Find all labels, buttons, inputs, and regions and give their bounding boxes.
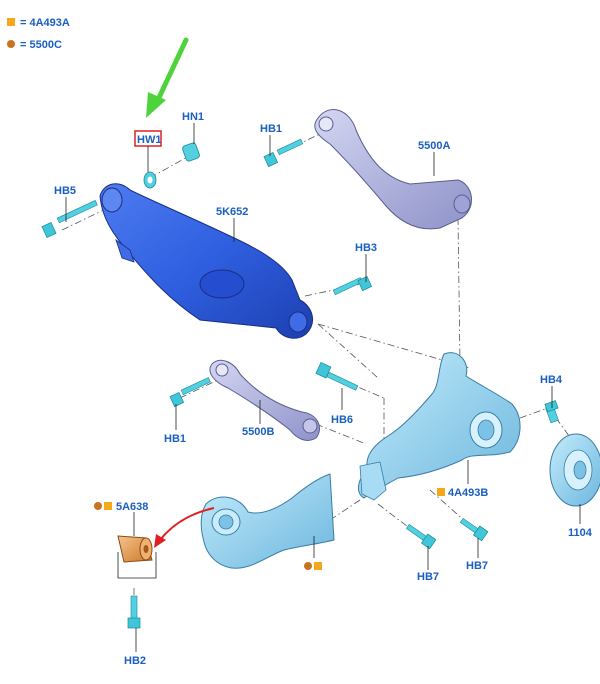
bolt-hb6[interactable] <box>315 361 359 391</box>
label-hb6[interactable]: HB6 <box>331 414 353 426</box>
bolt-hb4[interactable] <box>544 400 559 424</box>
label-hw1[interactable]: HW1 <box>137 134 161 146</box>
label-hb4[interactable]: HB4 <box>540 374 563 386</box>
bolt-hb7-right[interactable] <box>459 517 489 542</box>
marker-5500c-bracket <box>304 562 312 570</box>
marker-5500c-bushing <box>94 502 102 510</box>
label-hb2[interactable]: HB2 <box>124 655 146 667</box>
wheel-hub-1104[interactable] <box>549 433 600 507</box>
bolt-hb7-left[interactable] <box>405 523 437 550</box>
label-hb1-top[interactable]: HB1 <box>260 123 282 135</box>
label-hb1-mid[interactable]: HB1 <box>164 433 186 445</box>
label-hb7-left[interactable]: HB7 <box>417 571 439 583</box>
legend-entry-4a493a: = 4A493A <box>20 17 70 29</box>
label-5500b[interactable]: 5500B <box>242 426 274 438</box>
label-hb3[interactable]: HB3 <box>355 242 377 254</box>
green-arrow-icon <box>146 37 189 118</box>
legend-entry-5500c: = 5500C <box>20 39 62 51</box>
bolt-hb1-top[interactable] <box>263 138 304 168</box>
toe-link-5500b[interactable] <box>209 359 320 441</box>
washer-hw1[interactable] <box>143 171 157 189</box>
leader-lines <box>65 123 581 652</box>
legend-square-marker <box>7 18 15 26</box>
upper-control-arm-5500a[interactable] <box>314 108 472 230</box>
label-hb7-right[interactable]: HB7 <box>466 560 488 572</box>
bolt-hb5[interactable] <box>41 200 98 239</box>
bolt-hb3[interactable] <box>332 275 373 296</box>
knuckle-4a493b[interactable] <box>358 352 521 501</box>
lower-control-arm-5k652[interactable] <box>99 183 314 339</box>
marker-4a493a-bracket <box>314 562 322 570</box>
bushing-5a638[interactable] <box>117 535 153 563</box>
label-hb5[interactable]: HB5 <box>54 185 76 197</box>
part-labels: HW1 HN1 HB1 5500A HB5 5K652 HB3 HB6 HB1 … <box>54 111 593 667</box>
red-arrow-icon <box>154 507 215 548</box>
color-markers <box>94 488 445 570</box>
legend-circle-marker <box>7 40 15 48</box>
label-5a638[interactable]: 5A638 <box>116 501 148 513</box>
label-hn1[interactable]: HN1 <box>182 111 204 123</box>
nut-hn1[interactable] <box>182 142 201 162</box>
bolt-hb1-mid[interactable] <box>169 377 211 408</box>
label-1104[interactable]: 1104 <box>568 527 593 539</box>
marker-4a493a-bushing <box>104 502 112 510</box>
legend: = 4A493A = 5500C <box>7 17 70 51</box>
label-5k652[interactable]: 5K652 <box>216 206 248 218</box>
bolt-hb2[interactable] <box>127 595 141 629</box>
label-4a493b[interactable]: 4A493B <box>448 487 488 499</box>
trailing-arm-bracket[interactable] <box>200 473 335 569</box>
marker-4a493a-knuckle <box>437 488 445 496</box>
label-5500a[interactable]: 5500A <box>418 140 450 152</box>
